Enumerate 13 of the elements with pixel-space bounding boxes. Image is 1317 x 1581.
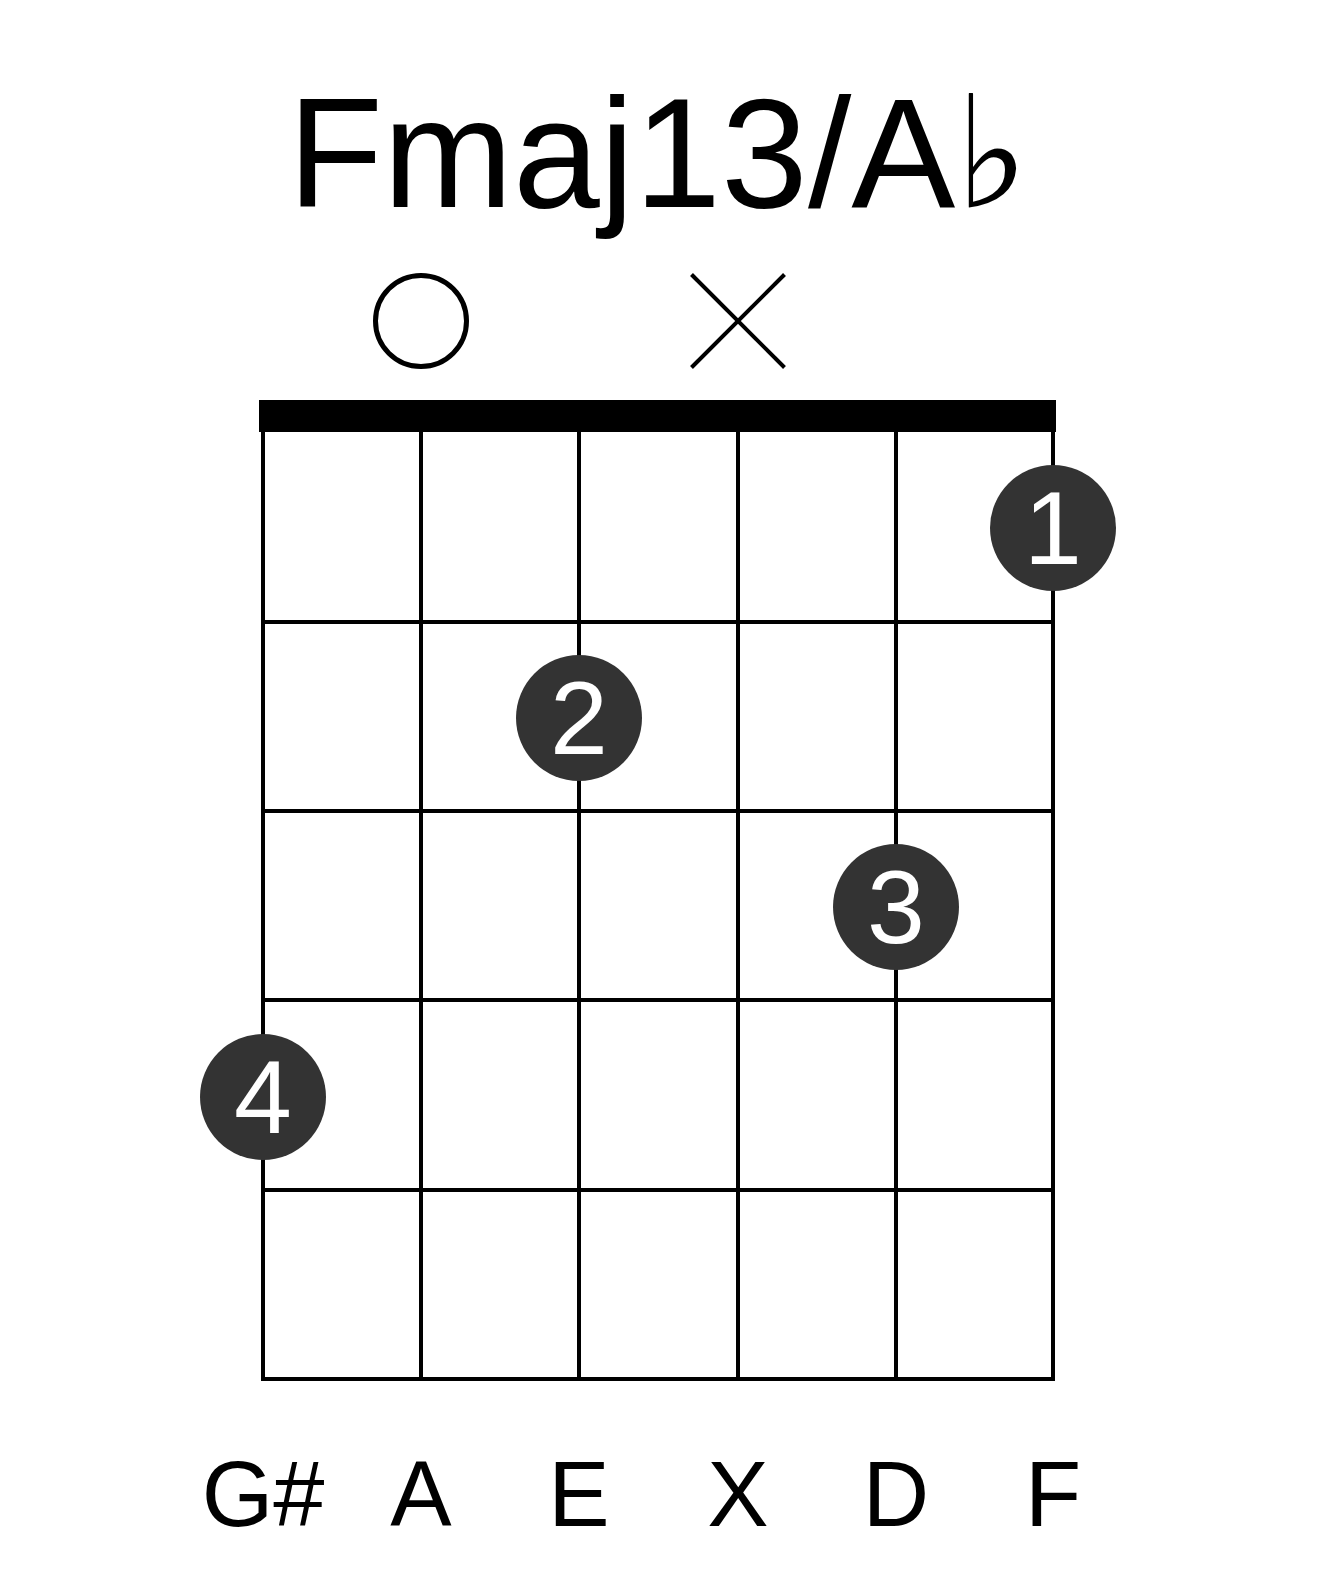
string-note-label: A: [389, 1448, 453, 1540]
cross-icon: [690, 273, 786, 369]
string-note-label: F: [1023, 1448, 1083, 1540]
chord-title: Fmaj13/A♭: [287, 65, 1030, 242]
finger-dot: 1: [990, 465, 1116, 591]
finger-dot: 3: [833, 844, 959, 970]
string-note-label: X: [706, 1448, 770, 1540]
ring-icon: [373, 273, 469, 369]
string-note-label: E: [547, 1448, 611, 1540]
string-note-label: G#: [200, 1448, 326, 1540]
finger-dot: 2: [516, 655, 642, 781]
string-note-label: D: [861, 1448, 931, 1540]
finger-dot: 4: [200, 1034, 326, 1160]
